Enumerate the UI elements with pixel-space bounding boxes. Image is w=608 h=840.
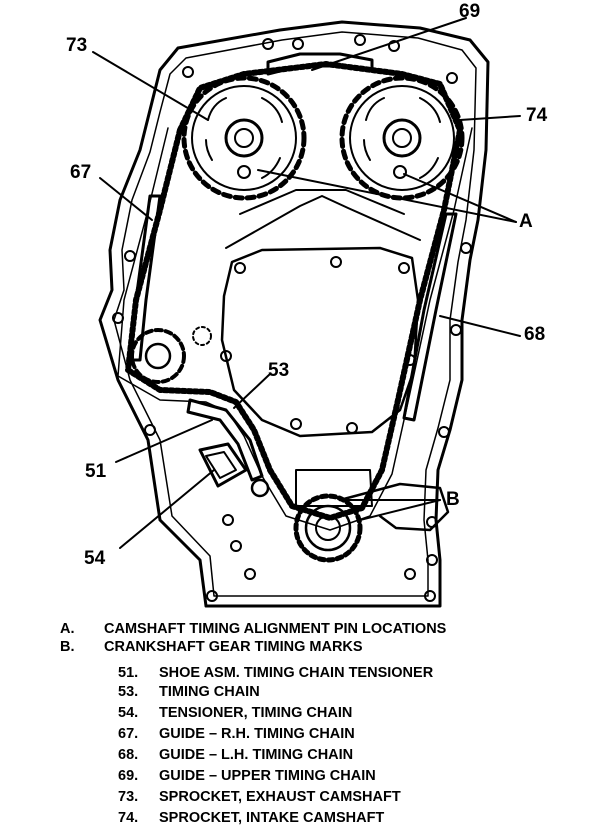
engine-cover-outline <box>98 20 490 608</box>
tensioner-shoe <box>186 398 264 482</box>
callout-leaders <box>92 17 521 549</box>
rh-chain-guide <box>128 194 162 362</box>
crank-timing-mark-bracket <box>338 482 450 532</box>
idler-sprocket <box>130 328 186 384</box>
legend-text: CAMSHAFT TIMING ALIGNMENT PIN LOCATIONS <box>104 621 447 637</box>
legend: A. CAMSHAFT TIMING ALIGNMENT PIN LOCATIO… <box>0 618 608 840</box>
callout-B: B <box>446 489 460 510</box>
engine-cover-inner-outline <box>113 31 477 597</box>
legend-text: GUIDE – R.H. TIMING CHAIN <box>159 726 355 742</box>
legend-key: 53. <box>118 684 139 700</box>
legend-text: GUIDE – UPPER TIMING CHAIN <box>159 768 376 784</box>
callout-51: 51 <box>85 461 107 482</box>
legend-text: SPROCKET, EXHAUST CAMSHAFT <box>159 789 401 805</box>
cover-bolt-holes <box>112 34 472 602</box>
crankshaft-sprocket <box>293 493 363 563</box>
callout-73: 73 <box>66 35 88 56</box>
legend-key: 68. <box>118 747 139 763</box>
callout-54: 54 <box>84 548 106 569</box>
timing-chain <box>125 61 463 521</box>
callout-A: A <box>519 211 533 232</box>
legend-text: TENSIONER, TIMING CHAIN <box>159 705 353 721</box>
upper-chain-guide <box>266 52 374 76</box>
legend-key: 73. <box>118 789 139 805</box>
callout-53: 53 <box>268 360 290 381</box>
legend-text: TIMING CHAIN <box>159 684 260 700</box>
center-plate <box>220 246 420 438</box>
exhaust-camshaft-sprocket <box>181 75 307 201</box>
callout-68: 68 <box>524 324 546 345</box>
intake-camshaft-sprocket <box>339 75 465 201</box>
legend-text: GUIDE – L.H. TIMING CHAIN <box>159 747 354 763</box>
legend-key: 51. <box>118 665 139 681</box>
callout-74: 74 <box>526 105 548 126</box>
timing-chain-diagram: 69 73 74 67 A 68 53 51 B 54 <box>66 1 548 608</box>
legend-key: A. <box>60 621 75 637</box>
callout-69: 69 <box>459 1 481 22</box>
legend-key: 54. <box>118 705 139 721</box>
chain-tensioner <box>198 442 270 498</box>
callout-67: 67 <box>70 162 92 183</box>
legend-key: B. <box>60 639 75 655</box>
legend-text: SPROCKET, INTAKE CAMSHAFT <box>159 810 385 826</box>
legend-key: 74. <box>118 810 139 826</box>
legend-key: 67. <box>118 726 139 742</box>
legend-key: 69. <box>118 768 139 784</box>
legend-text: CRANKSHAFT GEAR TIMING MARKS <box>104 639 363 655</box>
legend-text: SHOE ASM. TIMING CHAIN TENSIONER <box>159 665 434 681</box>
lh-chain-guide <box>402 212 458 422</box>
